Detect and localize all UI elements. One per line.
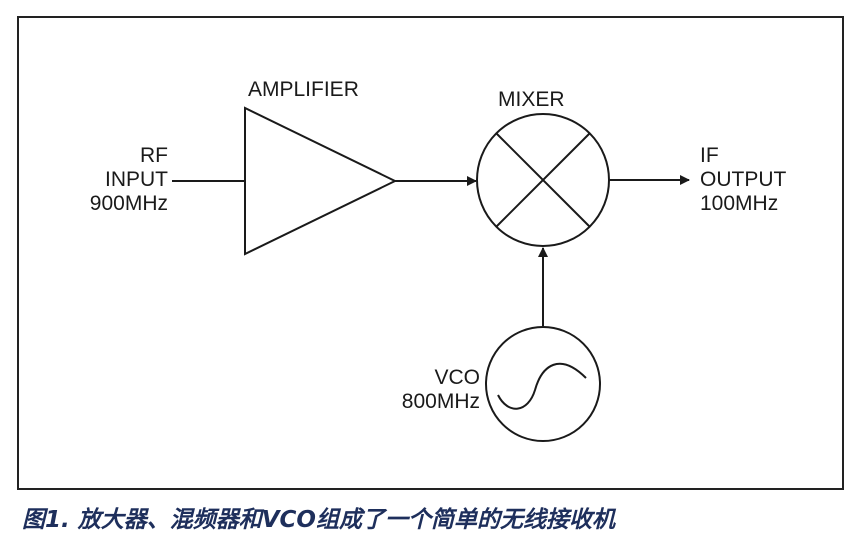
vco-sine-wave	[497, 362, 587, 410]
mixer-cross-line-b	[495, 132, 591, 228]
figure-caption: 图1. 放大器、混频器和VCO组成了一个简单的无线接收机	[22, 507, 615, 533]
vco-label-line1: VCO	[434, 366, 480, 389]
rf-input-label-line3: 900MHz	[89, 192, 168, 215]
vco-label-line2: 800MHz	[401, 390, 480, 413]
rf-input-label-line2: INPUT	[105, 168, 168, 191]
vco-label: VCO 800MHz	[370, 366, 480, 414]
rf-input-label-line1: RF	[140, 144, 168, 167]
rf-input-label: RF INPUT 900MHz	[60, 144, 168, 216]
mixer-label: MIXER	[498, 88, 565, 111]
if-output-label: IF OUTPUT 100MHz	[700, 144, 786, 216]
amplifier-label: AMPLIFIER	[248, 78, 359, 101]
diagram-frame	[17, 16, 844, 490]
vco-circle	[485, 326, 601, 442]
if-output-label-line2: OUTPUT	[700, 168, 787, 191]
if-output-label-line1: IF	[700, 144, 719, 167]
amplifier-triangle	[244, 106, 398, 256]
if-output-label-line3: 100MHz	[700, 192, 779, 215]
